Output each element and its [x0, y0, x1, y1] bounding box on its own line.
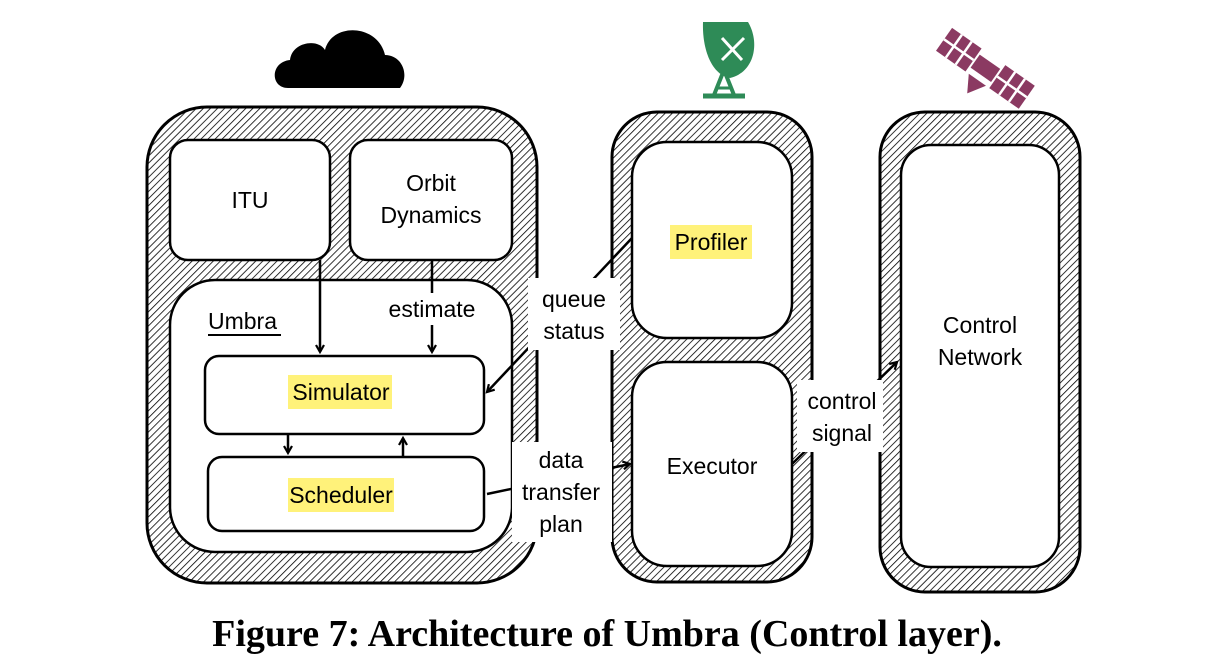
control-network-label: Network [938, 344, 1023, 370]
satellite-dish-icon [702, 22, 755, 99]
simulator-label: Simulator [292, 379, 389, 405]
orbit-dynamics-label: Orbit [406, 170, 456, 196]
queue-status-label: status [543, 318, 604, 344]
executor-label: Executor [667, 453, 758, 479]
architecture-diagram: ITU Orbit Dynamics Umbra Simulator Sched… [145, 22, 1082, 594]
scheduler-highlight [288, 478, 394, 512]
figure-caption: Figure 7: Architecture of Umbra (Control… [212, 613, 1002, 655]
control-signal-label: control [807, 388, 876, 414]
connectors: queue status data transfer plan control … [487, 237, 897, 542]
ground-station-group: Profiler Executor [610, 110, 814, 584]
estimate-label: estimate [389, 296, 476, 322]
orbit-dynamics-label: Dynamics [381, 202, 482, 228]
control-network-box [899, 143, 1061, 569]
controller-group: ITU Orbit Dynamics Umbra Simulator Sched… [145, 105, 539, 585]
control-network-label: Control [943, 312, 1017, 338]
umbra-label: Umbra [208, 308, 277, 334]
scheduler-label: Scheduler [289, 482, 393, 508]
profiler-highlight [670, 225, 752, 259]
satellite-group: Control Network [878, 110, 1082, 594]
itu-box [168, 138, 332, 262]
cloud-icon [274, 30, 405, 88]
orbit-dynamics-box [348, 138, 514, 262]
profiler-label: Profiler [675, 229, 748, 255]
data-transfer-plan-label: transfer [522, 479, 600, 505]
queue-status-label: queue [542, 286, 606, 312]
simulator-highlight [288, 375, 392, 409]
data-transfer-plan-label: plan [539, 511, 582, 537]
data-transfer-plan-label: data [539, 447, 584, 473]
itu-label: ITU [231, 187, 268, 213]
control-signal-label: signal [812, 420, 872, 446]
satellite-icon [936, 27, 1035, 109]
